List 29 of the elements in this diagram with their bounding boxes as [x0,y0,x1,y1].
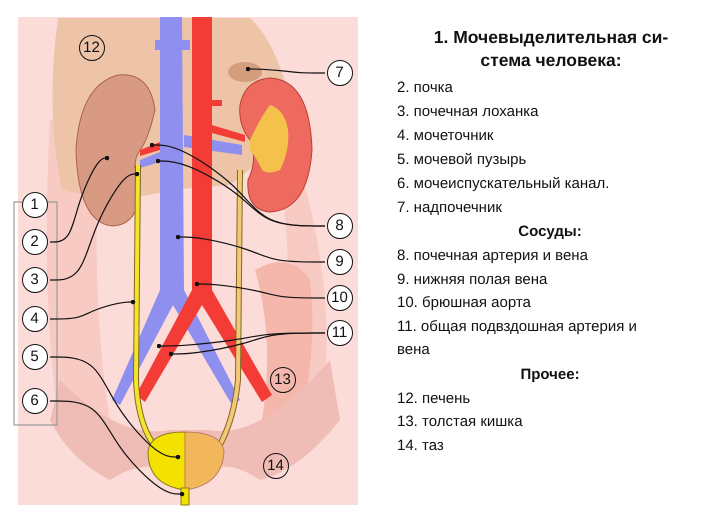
legend-text: 14. таз [397,436,444,456]
legend-text: 3. почечная лоханка [397,102,538,122]
legend-text: 5. мочевой пузырь [397,150,526,170]
callout-number: 12 [78,34,104,60]
legend-text: 6. мочеиспускательный канал. [397,174,610,194]
legend-text: 12. печень [397,389,470,409]
leader-line [50,156,110,243]
legend-text: 10. брюшная аорта [397,293,531,313]
legend-text: 8. почечная артерия и вена [397,246,588,266]
legend-text: 9. нижняя полая вена [397,270,548,290]
leader-line [50,400,184,496]
section-heading: Сосуды: [517,222,583,242]
leader-line [168,332,325,356]
leader-line [176,234,325,263]
legend-text: 7. надпочечник [397,198,502,218]
legend-text: 11. общая подвздошная артерия и вена [397,317,638,360]
legend-text: 13. толстая кишка [397,412,523,432]
leader-line [50,356,180,460]
leader-line [156,158,325,227]
leader-line [50,172,140,281]
legend-text: 2. почка [397,78,453,98]
leader-line [50,300,136,320]
callout-number: 13 [270,366,296,392]
title: 1. Мочевыделительная си-стема человека: [432,26,670,72]
section-heading: Прочее: [519,365,581,385]
callout-number: 14 [262,452,288,478]
leader-line [194,282,325,299]
leader-line [246,66,325,74]
legend-text: 4. мочеточник [397,126,494,146]
